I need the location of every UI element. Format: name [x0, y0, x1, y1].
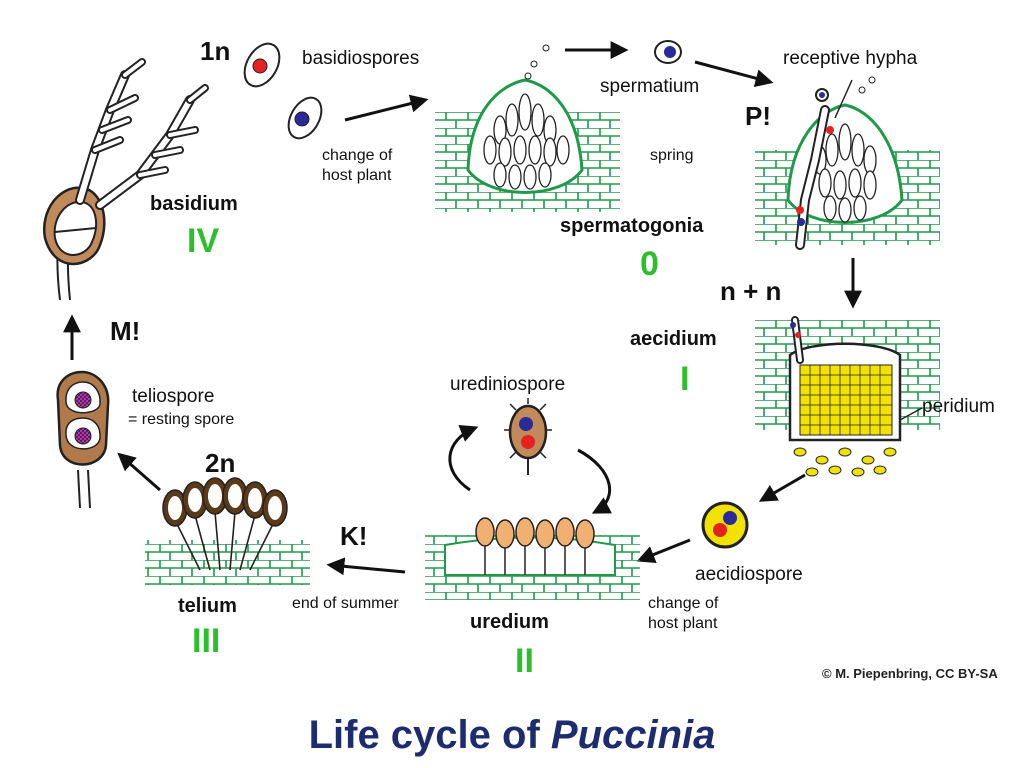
arrow-telium-to-teliospore: [117, 452, 161, 492]
end-of-summer-label: end of summer: [292, 595, 399, 612]
uredium-illustration: [425, 517, 640, 600]
spermatogonium-illustration: [435, 44, 620, 212]
dikaryon-label: n + n: [720, 276, 781, 306]
spring-label: spring: [650, 147, 694, 164]
stage-ii-numeral: II: [515, 642, 534, 680]
karyogamy-label: K!: [340, 521, 367, 551]
aecidium-illustration: [755, 316, 940, 477]
telium-label: telium: [178, 595, 237, 617]
plasmogamy-label: P!: [745, 101, 771, 131]
arrow-aecidiospore-to-uredium: [636, 538, 691, 564]
basidium-illustration: [42, 58, 209, 301]
basidium-label: basidium: [150, 193, 238, 215]
teliospore-cell: [56, 370, 110, 509]
telium-illustration: [145, 477, 310, 585]
urediniospore-label: urediniospore: [450, 374, 565, 395]
stage-i-numeral: I: [680, 360, 689, 398]
change-host-2-line2: host plant: [648, 615, 718, 632]
arrow-uredium-to-telium: [326, 557, 406, 576]
arrow-spermatium-to-hypha: [694, 60, 774, 87]
arrow-uredium-cycle-up: [448, 425, 479, 492]
figure-title: Life cycle of Puccinia: [0, 713, 1024, 758]
change-host-1-line1: change of: [322, 147, 393, 164]
resting-spore-label: = resting spore: [128, 411, 234, 428]
stage-iv-numeral: IV: [187, 222, 219, 260]
meiosis-label: M!: [110, 316, 140, 346]
arrow-to-aecidiospore: [758, 473, 806, 502]
diploid-label: 2n: [205, 448, 235, 478]
arrow-basidiospore-to-spermatogonium: [344, 94, 429, 122]
basidiospore-red: [243, 42, 281, 88]
haploid-label: 1n: [200, 36, 230, 66]
stage-0-numeral: 0: [640, 245, 659, 283]
teliospore-label: teliospore: [132, 386, 214, 407]
change-host-1-line2: host plant: [322, 167, 392, 184]
aecidium-label: aecidium: [630, 328, 717, 350]
aecidiospore-label: aecidiospore: [695, 564, 803, 585]
uredium-label: uredium: [470, 611, 549, 633]
spermatium-label: spermatium: [600, 76, 699, 97]
spermatium-cell: [654, 40, 682, 64]
peridium-label: peridium: [922, 396, 995, 417]
basidiospores-label: basidiospores: [302, 48, 419, 69]
spermatogonia-label: spermatogonia: [560, 215, 704, 237]
title-text: Life cycle of: [308, 713, 551, 757]
arrow-uredium-cycle-down: [577, 448, 612, 514]
basidiospore-blue: [287, 96, 323, 140]
stage-iii-numeral: III: [192, 622, 220, 660]
aecidiospore-cell: [701, 501, 749, 549]
copyright-credit: © M. Piepenbring, CC BY-SA: [822, 666, 998, 681]
receptive-hypha-label: receptive hypha: [783, 48, 918, 69]
fertilized-spermatogonium-illustration: [755, 76, 940, 250]
title-genus: Puccinia: [550, 713, 716, 757]
urediniospore-cell: [504, 398, 552, 475]
change-host-2-line1: change of: [648, 595, 719, 612]
